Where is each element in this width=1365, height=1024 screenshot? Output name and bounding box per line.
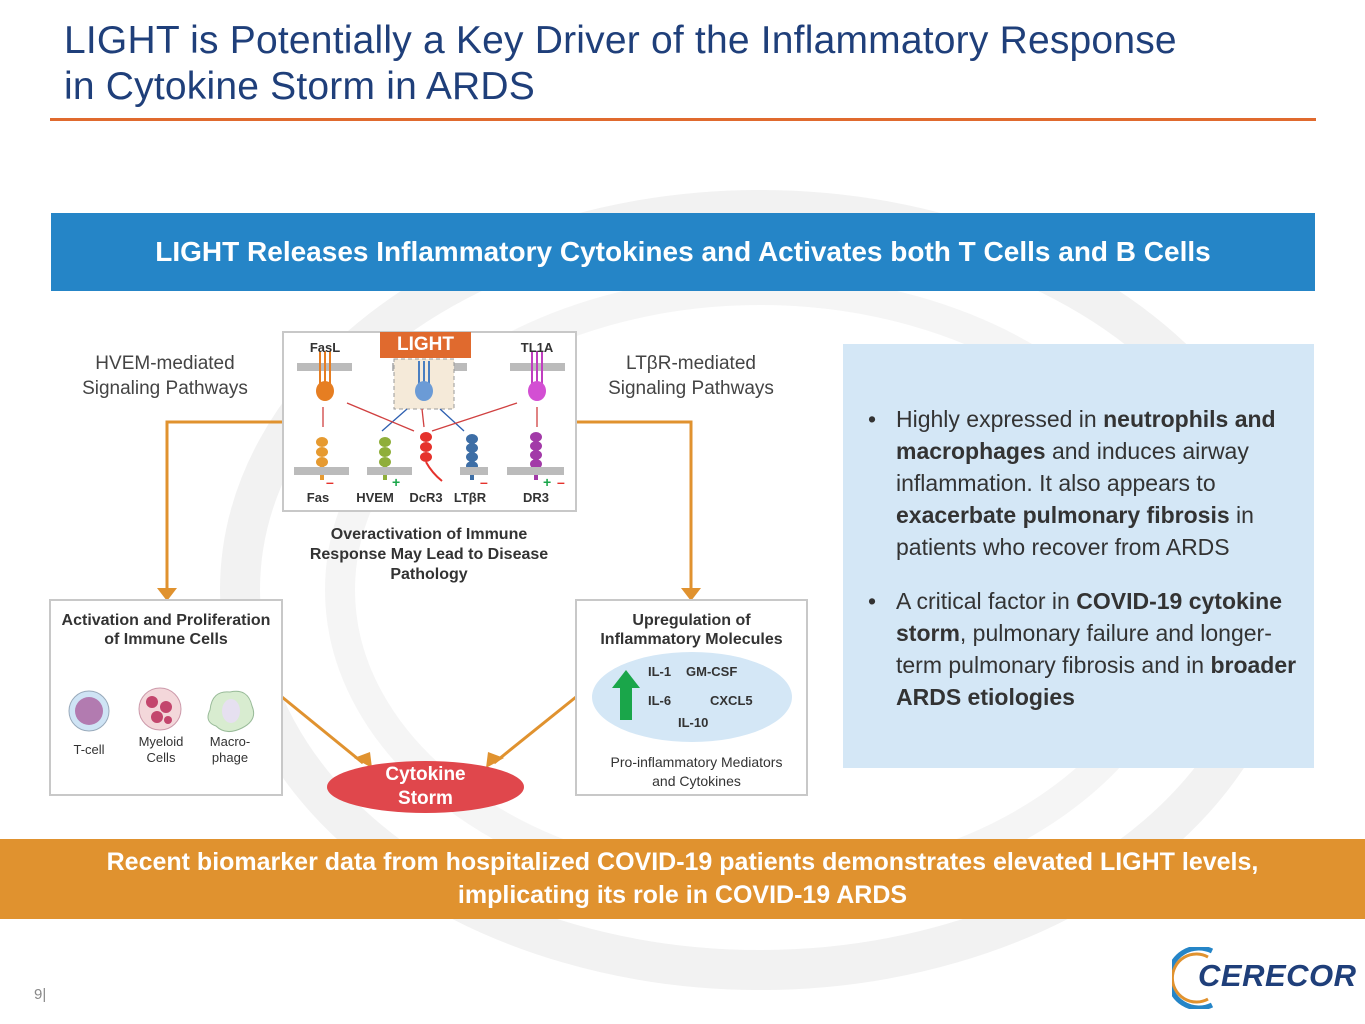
bullet-1: • Highly expressed in neutrophils and ma… <box>868 403 1298 563</box>
activation-panel-title-line1: Activation and Proliferation <box>61 612 271 629</box>
binding-arrows <box>322 402 538 432</box>
il6-label: IL-6 <box>648 693 672 708</box>
footer-callout-line2: implicating its role in COVID-19 ARDS <box>457 881 908 909</box>
overactivation-caption: Overactivation of Immune Response May Le… <box>290 525 568 585</box>
ltbr-to-upregulation-arrow <box>577 420 693 590</box>
overactivation-caption-line3: Pathology <box>390 566 468 583</box>
hvem-pathway-label-line1: HVEM-mediated <box>95 353 235 374</box>
activation-panel-title: Activation and Proliferation of Immune C… <box>52 611 280 649</box>
macrophage-label: Macro- phage <box>200 734 260 766</box>
activation-panel-title-line2: of Immune Cells <box>104 631 228 648</box>
gmcsf-label: GM-CSF <box>686 664 738 679</box>
ltbr-pathway-label-line2: Signaling Pathways <box>608 378 774 399</box>
myeloid-cells-label-line2: Cells <box>146 750 176 765</box>
hvem-pathway-label: HVEM-mediated Signaling Pathways <box>70 351 260 401</box>
info-panel <box>843 344 1314 768</box>
cerecor-logo-text: CERECOR <box>1198 958 1357 993</box>
membrane-hvem <box>367 467 412 475</box>
page-title-line2: in Cytokine Storm in ARDS <box>64 65 536 108</box>
upregulation-panel-title-line2: Inflammatory Molecules <box>600 631 783 648</box>
tl1a-label: TL1A <box>520 340 554 355</box>
ltbr-pathway-label-line1: LTβR-mediated <box>626 353 756 374</box>
upregulation-to-storm-arrow <box>493 695 577 765</box>
cytokine-storm-line2: Storm <box>398 788 453 809</box>
minus-sign: – <box>326 474 334 490</box>
molecule-ellipse <box>592 652 792 742</box>
myeloid-cells-label: Myeloid Cells <box>131 734 191 766</box>
ltbr-label: LTβR <box>453 490 487 505</box>
mediators-caption-line2: and Cytokines <box>652 773 741 789</box>
page-title-line1: LIGHT is Potentially a Key Driver of the… <box>64 19 1177 62</box>
plus-sign: + <box>543 474 551 490</box>
dr3-label: DR3 <box>522 490 549 505</box>
il10-label: IL-10 <box>678 715 709 730</box>
macrophage-icon <box>207 690 255 732</box>
myeloid-cell-icon <box>138 687 182 731</box>
tl1a-ligand-icon <box>528 351 546 401</box>
light-tag: LIGHT <box>380 332 471 358</box>
dcr3-label: DcR3 <box>409 490 443 505</box>
mediators-caption: Pro-inflammatory Mediators and Cytokines <box>580 753 813 791</box>
headline-banner: LIGHT Releases Inflammatory Cytokines an… <box>51 213 1315 291</box>
fasl-ligand-icon <box>316 351 334 401</box>
t-cell-label: T-cell <box>73 742 105 757</box>
activation-to-storm-arrow <box>281 695 364 765</box>
effect-signs: – + – + – <box>326 474 565 490</box>
fas-label: Fas <box>306 490 330 505</box>
receptor-diagram: – + – + – <box>294 351 565 490</box>
footer-callout-line1: Recent biomarker data from hospitalized … <box>106 848 1259 876</box>
cytokine-storm-oval: Cytokine Storm <box>327 761 524 813</box>
membrane-ltbr <box>460 467 488 475</box>
footer-callout: Recent biomarker data from hospitalized … <box>0 839 1365 919</box>
membrane-dr3 <box>507 467 564 475</box>
ltbr-receptor-icon <box>466 434 478 480</box>
myeloid-cells-label-line1: Myeloid <box>138 734 184 749</box>
cytokine-storm-line1: Cytokine <box>385 764 466 785</box>
membrane-fas <box>294 467 349 475</box>
overactivation-caption-line1: Overactivation of Immune <box>330 526 528 543</box>
macrophage-label-line2: phage <box>211 750 249 765</box>
t-cell-icon <box>68 690 110 732</box>
hvem-receptor-icon <box>379 437 391 480</box>
bullet-2: • A critical factor in COVID-19 cytokine… <box>868 585 1308 713</box>
hvem-label: HVEM <box>356 490 394 505</box>
ltbr-pathway-label: LTβR-mediated Signaling Pathways <box>596 351 786 401</box>
mediators-caption-line1: Pro-inflammatory Mediators <box>610 754 783 770</box>
upregulation-panel-title-line1: Upregulation of <box>632 612 751 629</box>
dcr3-receptor-icon <box>420 432 443 482</box>
page-number: 9| <box>34 986 47 1003</box>
il1-label: IL-1 <box>648 664 672 679</box>
light-ligand-icon <box>415 361 433 401</box>
title-divider <box>50 118 1316 121</box>
bullet-2-text: A critical factor in COVID-19 cytokine s… <box>896 588 1297 710</box>
overactivation-caption-line2: Response May Lead to Disease <box>309 546 549 563</box>
up-arrow-icon <box>612 670 640 720</box>
hvem-to-activation-arrow <box>165 420 282 590</box>
minus-sign: – <box>480 474 488 490</box>
bullet-1-text: Highly expressed in neutrophils and macr… <box>896 406 1276 560</box>
cerecor-logo-icon <box>1172 947 1214 1009</box>
upregulation-panel-title: Upregulation of Inflammatory Molecules <box>578 611 805 649</box>
cxcl5-label: CXCL5 <box>710 693 753 708</box>
hvem-pathway-label-line2: Signaling Pathways <box>82 378 248 399</box>
fasl-label: FasL <box>309 340 341 355</box>
page-title: LIGHT is Potentially a Key Driver of the… <box>64 18 1294 110</box>
minus-sign: – <box>557 474 565 490</box>
bullet-dot-icon: • <box>868 588 877 614</box>
bullet-dot-icon: • <box>868 406 877 432</box>
macrophage-label-line1: Macro- <box>209 734 251 749</box>
plus-sign: + <box>392 474 400 490</box>
immune-cell-illustrations <box>68 687 255 732</box>
